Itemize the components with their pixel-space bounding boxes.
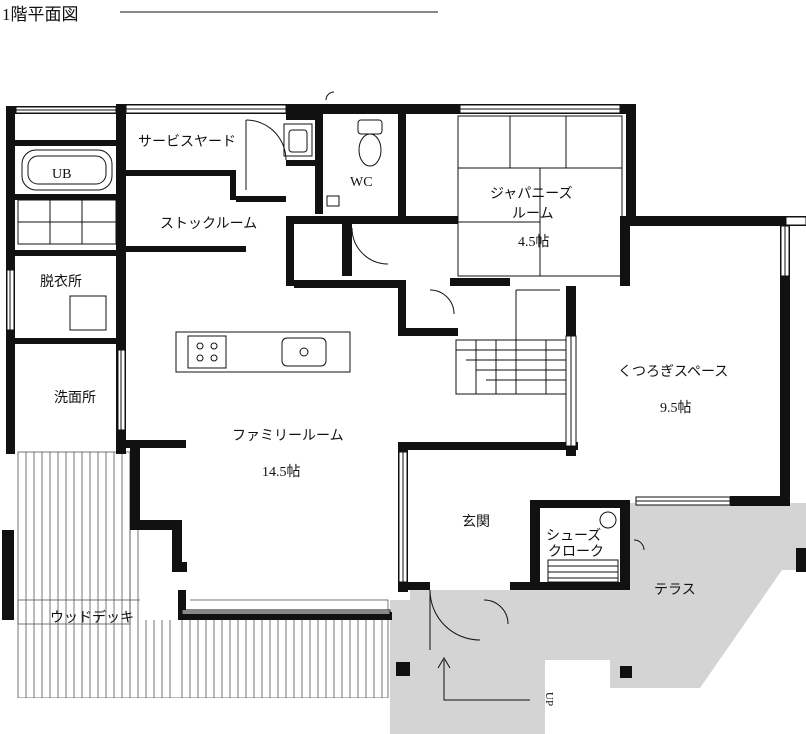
- japanese-room-size: 4.5帖: [518, 234, 550, 250]
- service-yard-label: サービスヤード: [138, 134, 236, 150]
- dressing-label: 脱衣所: [40, 274, 82, 290]
- japanese-room-label-2: ルーム: [512, 207, 554, 222]
- bathtub: UB: [21, 149, 113, 191]
- family-room-size: 14.5帖: [262, 464, 301, 480]
- wc-label: WC: [350, 175, 373, 190]
- service-sink: [283, 123, 313, 157]
- washroom-label: 洗面所: [54, 390, 96, 406]
- japanese-room-label: ジャパニーズ: [490, 186, 573, 202]
- shower-floor: [17, 199, 117, 245]
- family-room-label: ファミリールーム: [232, 429, 344, 444]
- doors: [245, 91, 645, 650]
- wc-sink: [326, 195, 340, 207]
- stock-room-label: ストックルーム: [160, 216, 257, 232]
- shoe-closet-label: シューズ: [546, 528, 601, 544]
- relax-space-size: 9.5帖: [660, 400, 692, 416]
- walls: [2, 104, 806, 678]
- wood-deck-label: ウッドデッキ: [50, 609, 134, 626]
- washing-machine: [69, 295, 107, 331]
- windows: [6, 104, 806, 615]
- stairs: [455, 289, 567, 395]
- up-arrow-icon: [437, 657, 530, 701]
- up-label: UP: [543, 692, 555, 706]
- terrace-label: テラス: [654, 583, 696, 598]
- shoe-closet-fixtures: [547, 511, 619, 583]
- paving: [390, 503, 806, 734]
- relax-space-label: くつろぎスペース: [618, 364, 728, 380]
- plan-title: 1階平面図: [2, 5, 79, 24]
- ub-label: UB: [52, 167, 71, 182]
- wood-deck: [17, 451, 389, 699]
- shoe-closet-label-2: クローク: [548, 544, 604, 560]
- tatami: [457, 115, 623, 277]
- room-labels: サービスヤード WC ジャパニーズ ルーム 4.5帖 ストックルーム 脱衣所 洗…: [40, 134, 728, 706]
- kitchen-counter: [175, 331, 351, 373]
- entrance-label: 玄関: [462, 513, 490, 530]
- toilet-icon: [357, 119, 383, 167]
